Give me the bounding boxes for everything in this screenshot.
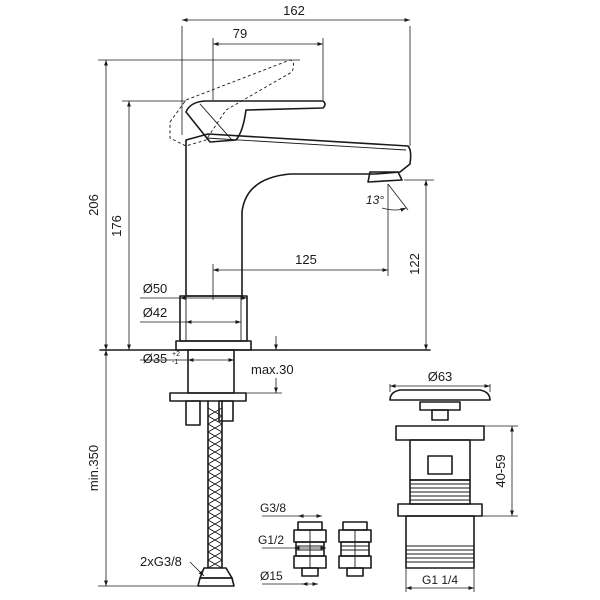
- waste-thread: G1 1/4: [422, 573, 458, 587]
- mounting-shank: [187, 349, 235, 394]
- flex-hose: [197, 400, 235, 587]
- faucet-body: [185, 133, 412, 297]
- waste-height-range: 40-59: [493, 454, 508, 487]
- dim-spout-height: 176: [109, 215, 124, 237]
- dim-max-thickness: max.30: [251, 362, 294, 377]
- waste-cap: [389, 389, 491, 401]
- faucet-drawing: [99, 59, 431, 587]
- dim-total-height: 206: [86, 194, 101, 216]
- waste-tail: [405, 515, 475, 569]
- aerator: [367, 171, 403, 183]
- dim-hole-tol-lower: -1: [172, 359, 178, 366]
- base-flange: [179, 295, 248, 342]
- connector-pipe-diameter: Ø15: [260, 569, 283, 583]
- connectors-drawing: G3/8 G1/2 Ø15: [258, 501, 372, 586]
- waste-upper-thread: [409, 479, 471, 505]
- dim-hose-length: min.350: [86, 445, 101, 491]
- dim-body-diameter: Ø42: [143, 305, 168, 320]
- connector-left: [293, 521, 327, 577]
- connector-thread-top: G3/8: [260, 501, 286, 515]
- waste-cap-diameter: Ø63: [428, 369, 453, 384]
- dim-hose-connection: 2xG3/8: [140, 554, 182, 569]
- waste-flange: [395, 425, 485, 441]
- waste-nut: [397, 503, 483, 517]
- connector-right: [338, 521, 372, 577]
- dim-overall-width: 162: [283, 3, 305, 18]
- waste-drawing: Ø63 40-59 G1 1/4: [389, 369, 518, 592]
- dim-outlet-height: 122: [407, 253, 422, 275]
- connector-thread-bottom: G1/2: [258, 533, 284, 547]
- lever-handle: [185, 100, 326, 143]
- dim-aerator-angle: 13°: [366, 193, 384, 207]
- dim-hole-diameter: Ø35: [143, 351, 168, 366]
- dim-lever-reach: 79: [233, 26, 247, 41]
- faucet-dimensions: 162 79 206 176 122 125 13° Ø50: [86, 3, 434, 587]
- lever-raised-outline: [169, 59, 295, 147]
- dim-spout-reach: 125: [295, 252, 317, 267]
- dim-base-diameter: Ø50: [143, 281, 168, 296]
- dim-hole-tol-upper: +2: [172, 351, 180, 358]
